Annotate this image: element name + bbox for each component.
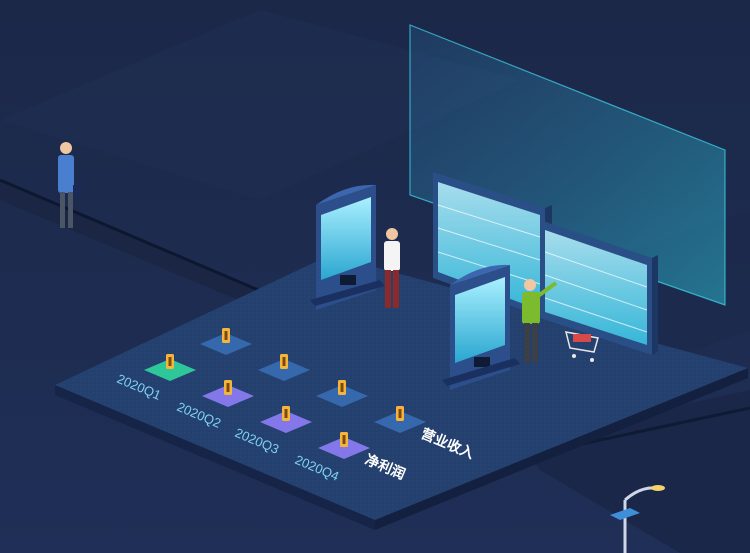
- quarter-tile: [202, 385, 254, 407]
- shopping-cart-icon: [564, 331, 599, 362]
- coin-marker-icon: [224, 380, 232, 395]
- customer-at-kiosk: [384, 228, 400, 308]
- coin-marker-icon: [396, 406, 404, 421]
- quarter-tile: [316, 385, 368, 407]
- walkway-edge: [0, 178, 271, 297]
- quarter-tile: [374, 411, 426, 433]
- wall-screen-frame: [409, 24, 726, 306]
- customer-at-shelf: [522, 279, 558, 363]
- coin-marker-icon: [338, 380, 346, 395]
- platform-side-right: [375, 368, 748, 530]
- street-lamp-icon: [610, 485, 665, 553]
- coin-marker-icon: [340, 432, 348, 447]
- walkway: [0, 180, 270, 305]
- quarter-tile: [258, 359, 310, 381]
- businessman-walking: [58, 142, 83, 228]
- coin-marker-icon: [282, 406, 290, 421]
- display-shelf-2: [540, 220, 658, 355]
- quarter-tile-grid: [144, 328, 426, 459]
- coin-marker-icon: [280, 354, 288, 369]
- quarter-tile: [144, 359, 196, 381]
- coin-marker-icon: [222, 328, 230, 343]
- platform-side-left: [55, 385, 375, 530]
- vending-kiosk-2: [442, 264, 520, 390]
- coin-marker-icon: [166, 354, 174, 369]
- quarter-tile: [318, 437, 370, 459]
- quarter-tile: [260, 411, 312, 433]
- vending-kiosk-1: [310, 184, 385, 310]
- background-tile: [0, 10, 520, 200]
- wall-screen: [410, 25, 725, 305]
- quarter-tile: [200, 333, 252, 355]
